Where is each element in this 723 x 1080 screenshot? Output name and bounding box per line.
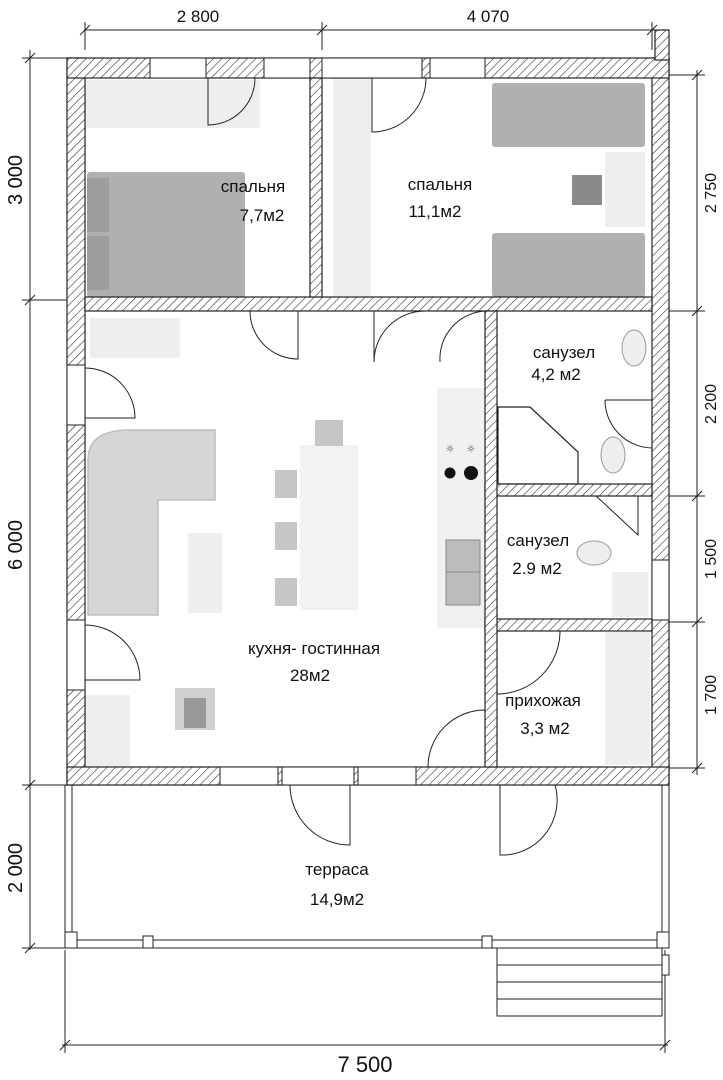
room-name-hall: прихожая [505,691,581,710]
room-name-bath-2: санузел [507,531,569,550]
stool [275,470,297,498]
dim-top-left: 2 800 [177,7,220,26]
terrace [64,784,670,1017]
dim-left-middle: 6 000 [5,520,27,570]
wardrobe [333,78,371,298]
stool [275,522,297,550]
room-area-terrace: 14,9м2 [310,890,364,909]
doors [84,77,653,856]
room-name-bath-1: санузел [533,343,595,362]
dim-right-1: 2 750 [703,173,720,213]
dim-left-top: 3 000 [5,155,27,205]
room-area-bedroom-1: 7,7м2 [240,206,285,225]
svg-text:☼: ☼ [446,444,455,455]
single-bed-1 [492,83,645,147]
toilet-2 [576,540,612,566]
double-bed [87,172,245,298]
room-area-bath-1: 4,2 м2 [531,365,581,384]
dim-bottom-total: 7 500 [337,1052,392,1077]
toilet [600,436,626,474]
room-name-living: кухня- гостинная [248,639,380,658]
room-name-terrace: терраса [305,860,369,879]
shower [497,406,579,485]
dim-left-bottom: 2 000 [5,843,27,893]
room-area-living: 28м2 [290,666,330,685]
room-area-bedroom-2: 11,1м2 [409,202,462,221]
dimension-lines [22,22,705,1053]
room-name-bedroom-1: спальня [221,177,286,196]
coffee-table [188,533,222,613]
room-area-bath-2: 2.9 м2 [512,559,562,578]
dim-top-right: 4 070 [467,7,510,26]
room-area-hall: 3,3 м2 [520,719,570,738]
hob-burner [464,466,478,480]
hob-burner [444,467,456,479]
windows [66,57,670,786]
stool [315,420,343,446]
room-name-bedroom-2: спальня [408,175,473,194]
nightstand [572,175,602,205]
stool [275,578,297,606]
dim-right-2: 2 200 [703,384,720,424]
svg-text:☼: ☼ [467,444,476,455]
furniture: ☼ ☼ [85,78,650,767]
dim-right-3: 1 500 [703,539,720,579]
kitchen-island [300,445,358,610]
single-bed-2 [492,233,645,297]
dim-right-4: 1 700 [703,675,720,715]
sofa [87,429,216,616]
stairs [496,947,663,1017]
